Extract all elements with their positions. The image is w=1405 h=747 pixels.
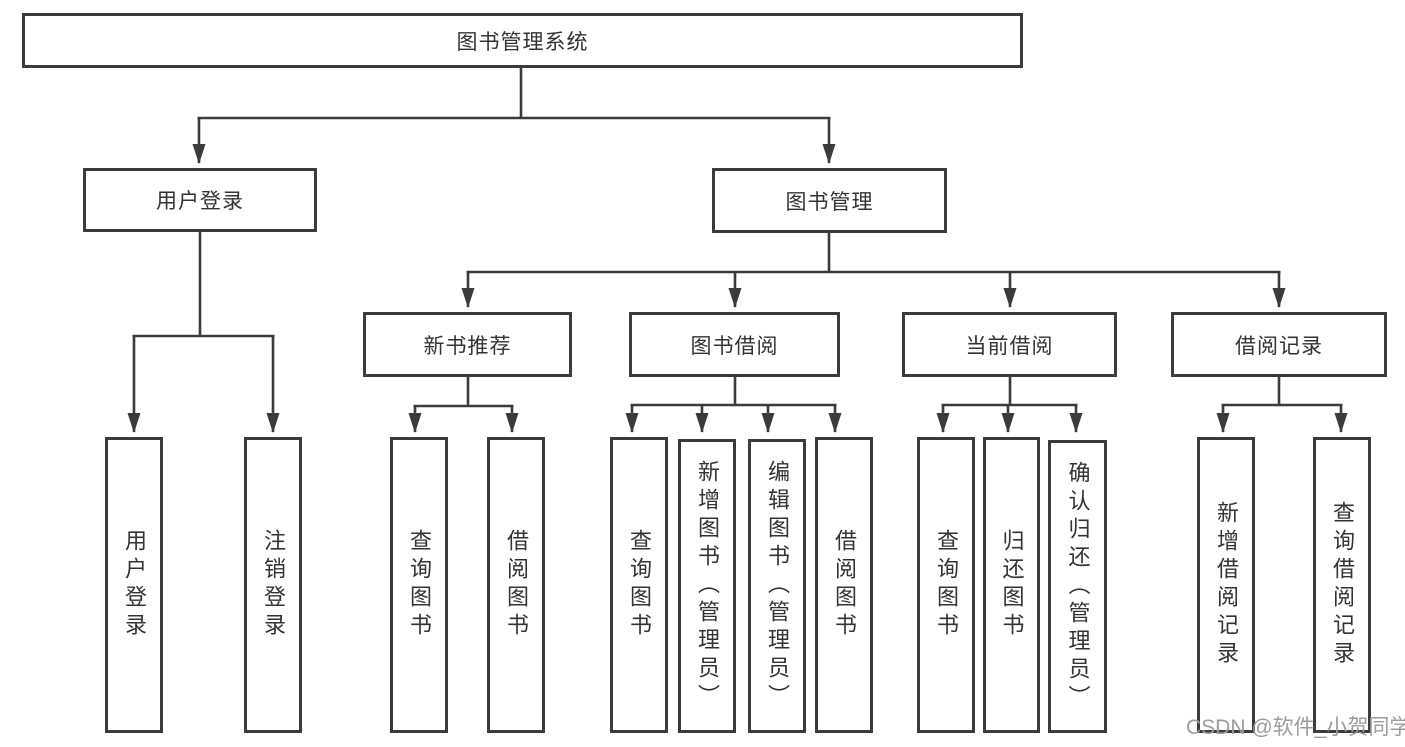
node-book-borrow: 图书借阅: [629, 312, 840, 377]
node-current-borrow: 当前借阅: [902, 312, 1117, 377]
node-label: 借阅图书: [832, 529, 857, 641]
node-label: 新书推荐: [423, 334, 512, 358]
node-label: 用户登录: [122, 529, 147, 641]
node-label: 用户登录: [156, 190, 244, 213]
connector-borrow-records-children: [1216, 377, 1348, 433]
node-user-login: 用户登录: [83, 168, 317, 232]
node-query-books-current: 查询图书: [917, 437, 975, 733]
node-label: 新增图书（管理员）: [695, 460, 720, 712]
node-label: 编辑图书（管理员）: [765, 460, 790, 712]
node-new-book-recommend: 新书推荐: [363, 312, 572, 377]
node-label: 新增借阅记录: [1214, 501, 1239, 669]
node-logout: 注销登录: [244, 437, 302, 733]
connector-book-mgmt-to-level3: [461, 233, 1286, 308]
node-query-books-borrow: 查询图书: [610, 437, 668, 733]
node-label: 确认归还（管理员）: [1065, 460, 1091, 713]
node-label: 图书管理系统: [456, 30, 589, 54]
node-label: 查询图书: [407, 529, 432, 641]
connector-root-to-level2: [192, 68, 836, 164]
node-label: 查询图书: [627, 529, 652, 641]
node-return-book: 归还图书: [983, 437, 1040, 733]
node-query-books-recommend: 查询图书: [390, 437, 448, 733]
csdn-watermark: CSDN @软件_小贺同学: [1186, 716, 1405, 739]
node-borrow-books: 借阅图书: [815, 437, 873, 733]
node-library-system: 图书管理系统: [22, 13, 1023, 68]
node-label: 注销登录: [261, 529, 286, 641]
node-label: 图书借阅: [690, 334, 779, 358]
node-label: 归还图书: [999, 529, 1025, 641]
node-edit-book-admin: 编辑图书（管理员）: [748, 439, 806, 733]
node-add-book-admin: 新增图书（管理员）: [678, 439, 736, 733]
connector-book-borrow-children: [625, 377, 842, 433]
node-label: 查询借阅记录: [1330, 501, 1355, 669]
node-book-management: 图书管理: [712, 168, 947, 233]
node-label: 当前借阅: [965, 334, 1054, 358]
node-borrow-records: 借阅记录: [1171, 312, 1387, 377]
node-confirm-return-admin: 确认归还（管理员）: [1048, 440, 1107, 733]
connector-user-login-children: [127, 232, 280, 433]
connector-current-borrow-children: [936, 377, 1083, 433]
node-label: 借阅图书: [504, 529, 529, 641]
connector-new-book-rec-children: [408, 377, 519, 433]
node-user-login-action: 用户登录: [105, 437, 163, 733]
node-label: 图书管理: [785, 190, 874, 214]
node-add-borrow-record: 新增借阅记录: [1197, 437, 1255, 733]
node-label: 借阅记录: [1235, 334, 1323, 358]
node-label: 查询图书: [934, 529, 959, 641]
node-query-borrow-record: 查询借阅记录: [1313, 437, 1371, 733]
node-borrow-books-recommend: 借阅图书: [487, 437, 545, 733]
